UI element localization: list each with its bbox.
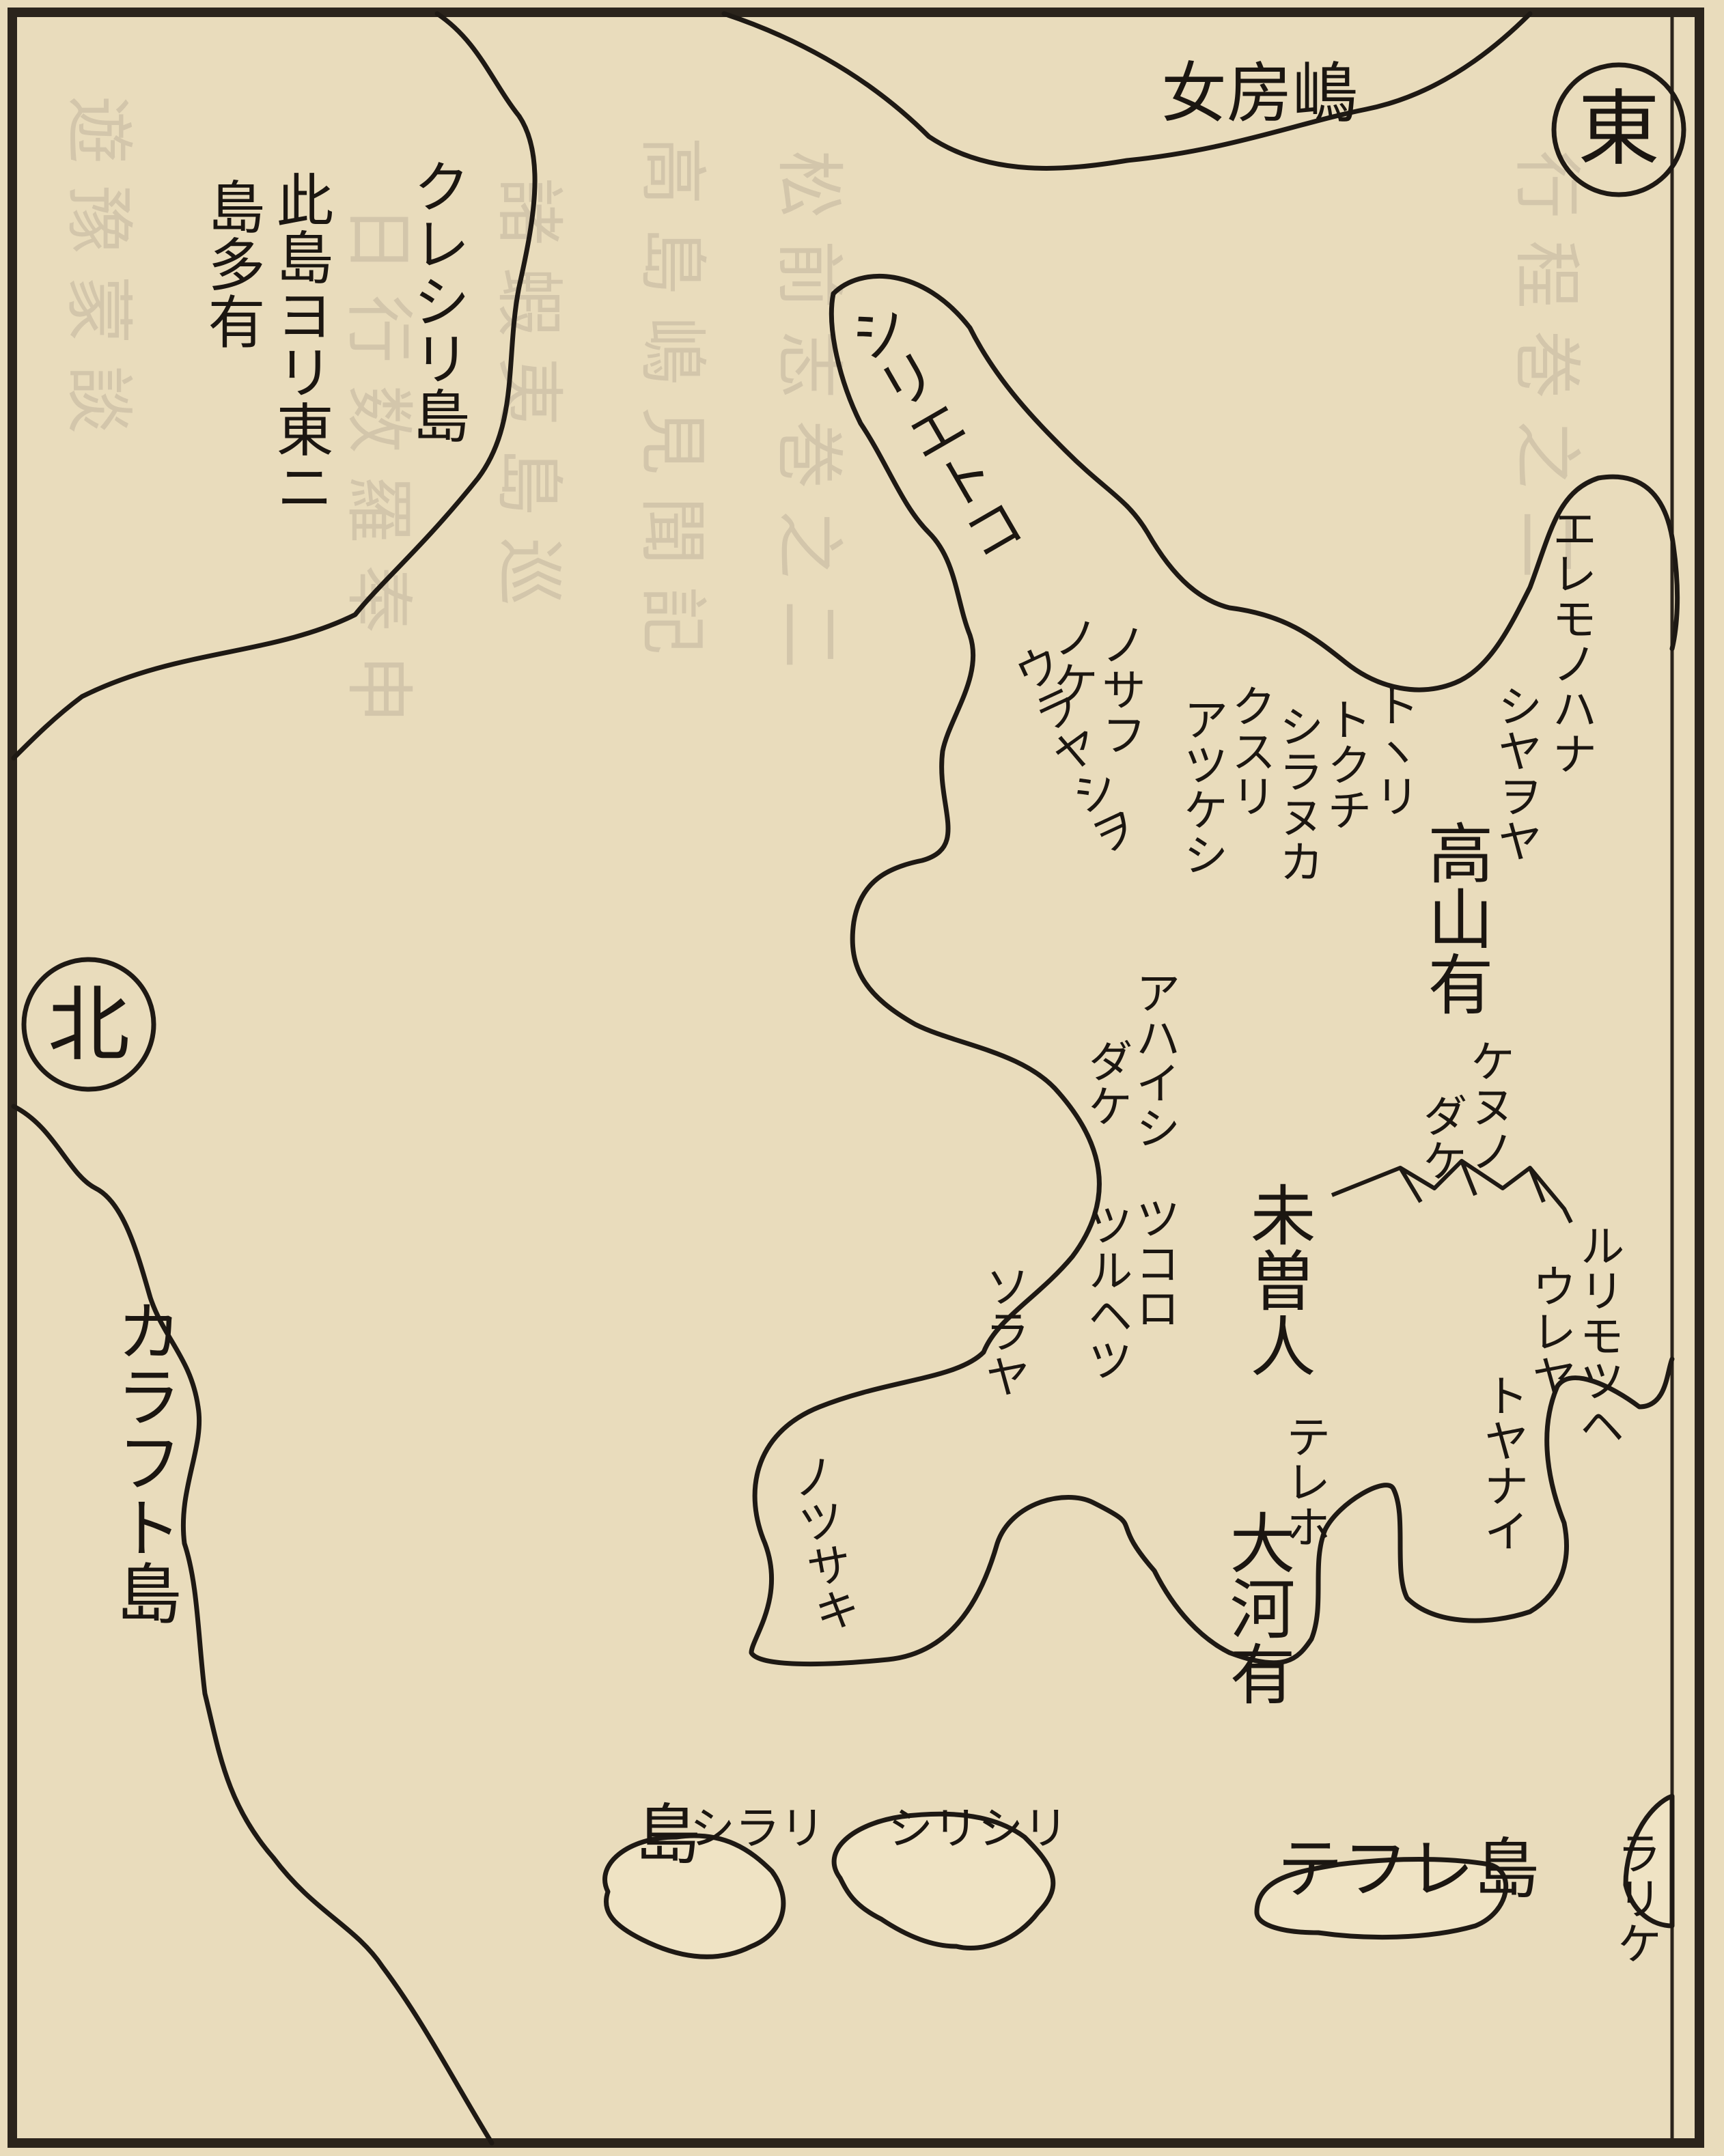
label-karafuto: カラフト島: [105, 1298, 182, 1625]
svg-text:行 程 巻 之 二: 行 程 巻 之 二: [1507, 150, 1587, 578]
label-kureshiri: クレシリ島: [404, 157, 471, 444]
east-marker: 東: [1551, 62, 1686, 197]
border-frame: [8, 8, 1704, 2148]
label-torito: トヽリ: [1367, 683, 1420, 818]
label-tsukoro: ツコロ: [1128, 1195, 1181, 1330]
east-marker-circle: [1551, 62, 1686, 197]
west-coast: [749, 291, 1675, 1667]
label-taka: 高山有: [1417, 820, 1493, 1016]
shiraru-island: [602, 1833, 786, 1959]
bleed-through-text: 日 行 数 羅 奉 申 諸 蝦 夷 島 巡 高 島 嶋 見 聞 記 松 前 志 …: [59, 96, 1587, 723]
label-note-line2: 島多有: [199, 178, 266, 350]
svg-text:遊 豫 蒙 談: 遊 豫 蒙 談: [59, 96, 139, 434]
label-kenuno: ケヌノ: [1463, 1038, 1516, 1173]
label-emo: エレモノハナ: [1545, 505, 1598, 776]
label-teshi: テフレ島: [1277, 1831, 1540, 1907]
label-sayaya: シヤヲヤ: [1490, 683, 1543, 863]
label-megofujima: 女房嶋: [1161, 55, 1358, 132]
shirari-island: [831, 1811, 1056, 1951]
north-marker: 北: [21, 957, 156, 1092]
label-tomanai: トヤナイ: [1477, 1373, 1529, 1553]
north-marker-label: 北: [48, 978, 130, 1073]
hokkaido-main-coast: [831, 273, 1680, 692]
label-rurumo: ルリモツヘ: [1572, 1222, 1625, 1448]
label-dake2: ダケ: [1415, 1093, 1468, 1183]
mountain-range: [1331, 1159, 1573, 1224]
label-note-line1: 此島ヨリ東ニ: [267, 171, 334, 515]
label-tsuruhetsu: ツルヘツ: [1081, 1202, 1133, 1382]
north-marker-circle: [21, 957, 156, 1092]
svg-text:高 島 嶋 見 聞 記: 高 島 嶋 見 聞 記: [632, 137, 712, 655]
svg-text:日 行 数 羅 奉 申: 日 行 数 羅 奉 申: [339, 205, 419, 723]
svg-text:松 前 志 巻 之 二: 松 前 志 巻 之 二: [769, 150, 849, 669]
label-dake: ダケ: [1081, 1038, 1133, 1128]
label-rarike: ラリケ: [1610, 1830, 1663, 1965]
karafuto-coast: [11, 1104, 495, 2146]
label-akkeshi: アツケシ: [1176, 697, 1229, 877]
label-misoku: 未曽人: [1239, 1181, 1316, 1378]
label-tokuchi: トクチ: [1320, 697, 1372, 832]
label-ureya: ウレヤ: [1525, 1263, 1577, 1399]
label-nike: ノケ: [1046, 615, 1099, 705]
label-taiga: 大河有: [1219, 1509, 1295, 1706]
map-labels: 女房嶋 クレシリ島 此島ヨリ東ニ 島多有 シリエトコ エレモノハナ シヤヲヤ 高…: [105, 55, 1663, 1965]
rarike-island: [1623, 1793, 1675, 1929]
kureshiri-coast: [11, 11, 538, 761]
label-tereho: テレホ: [1279, 1414, 1331, 1549]
east-marker-label: 東: [1578, 82, 1660, 177]
label-shirari2: シリシリ: [888, 1802, 1068, 1855]
label-kusuri: クスリ: [1224, 683, 1277, 818]
label-shiraru: シラリ: [690, 1802, 825, 1855]
label-ahaine: アハイシ: [1128, 970, 1181, 1150]
teshi-island: [1254, 1857, 1509, 1940]
label-soraya: ソラヤ: [978, 1263, 1031, 1399]
label-shiranuka: シラヌカ: [1272, 703, 1324, 884]
label-nosappu: ノサフ: [1094, 621, 1147, 757]
label-shima1: 島: [635, 1797, 701, 1873]
megofujima-coast: [721, 11, 1533, 171]
